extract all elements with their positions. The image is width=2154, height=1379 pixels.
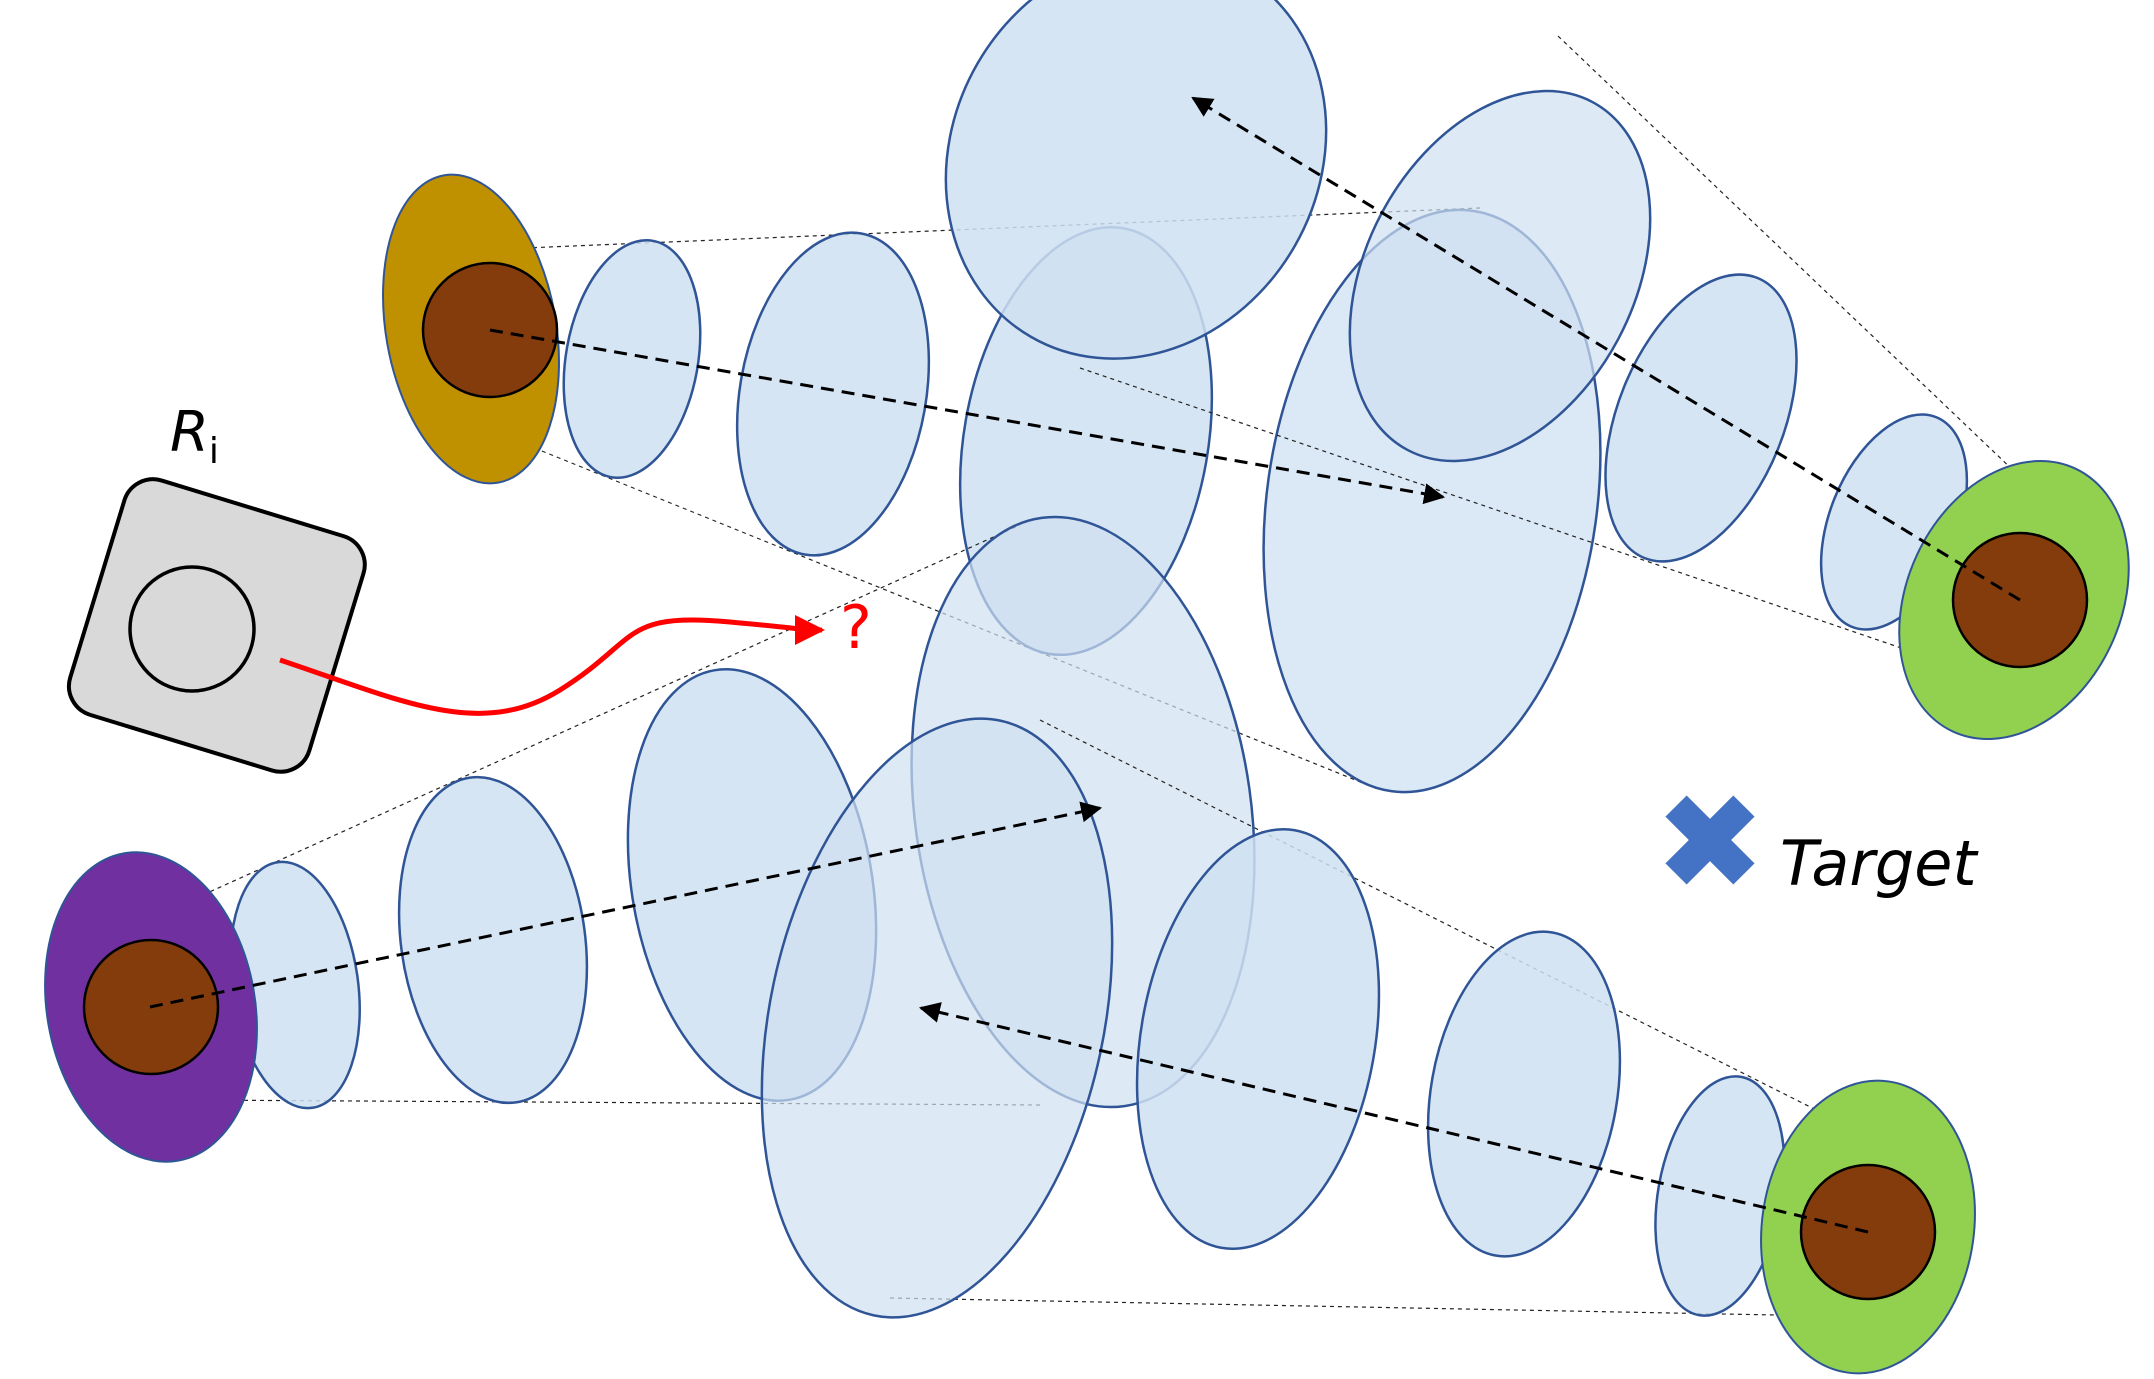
unknown-marker: ? — [840, 593, 872, 663]
uncertainty-ellipse — [1426, 930, 1622, 1258]
arrow-gold — [489, 328, 1446, 505]
track-green-bottom — [760, 717, 1873, 1319]
node-green-bottom — [1760, 1079, 1976, 1375]
arrow-green-bottom — [918, 1002, 1869, 1234]
x-mark-icon — [1665, 795, 1755, 885]
target-label: Target — [1780, 827, 1979, 900]
arrow-purple — [149, 801, 1103, 1009]
robot-sensor-icon — [66, 477, 367, 774]
arrow-green-top — [1191, 96, 2021, 602]
uncertainty-ellipse — [1135, 827, 1381, 1251]
motion-arrows — [149, 96, 2021, 1234]
robot-path — [279, 615, 825, 716]
node-gold — [382, 173, 560, 485]
uncertainty-ellipse — [397, 775, 589, 1105]
robot-label: Ri — [170, 400, 219, 472]
uncertainty-ellipse — [735, 231, 931, 557]
uncertainty-ellipse — [944, 0, 1328, 360]
uncertainty-ellipse — [562, 239, 702, 479]
track-green-top — [944, 0, 2061, 669]
uncertainty-ellipse — [1604, 273, 1798, 563]
